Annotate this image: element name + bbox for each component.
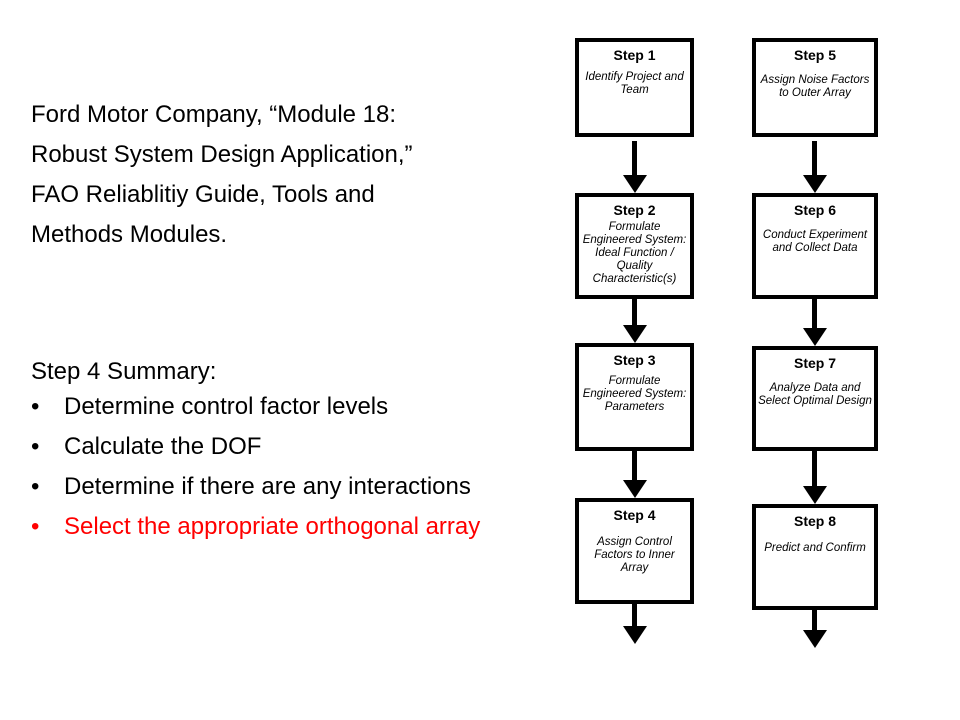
step-title: Step 5 [793,47,836,63]
summary-bullet: • Determine if there are any interactions [31,474,561,500]
summary-bullet-list: • Determine control factor levels • Calcul… [31,394,561,540]
step-box-7: Step 7 Analyze Data and Select Optimal D… [752,346,878,451]
citation-line: Ford Motor Company, “Module 18: [31,101,397,128]
down-arrow-icon [803,299,827,346]
bullet-icon: • [31,513,40,540]
process-flowchart: Step 1 Identify Project and Team Step 2 … [560,30,900,660]
summary-bullet-highlighted: • Select the appropriate orthogonal array [31,514,561,540]
step-box-8: Step 8 Predict and Confirm [752,504,878,610]
step-box-6: Step 6 Conduct Experiment and Collect Da… [752,193,878,299]
step-description: Analyze Data and Select Optimal Design [758,382,872,407]
step-description: Assign Control Factors to Inner Array [594,536,675,574]
step-description: Formulate Engineered System: Parameters [582,375,687,413]
down-arrow-icon [623,141,647,193]
citation-line: FAO Reliablitiy Guide, Tools and [31,181,375,208]
step-summary: Step 4 Summary: • Determine control facto… [31,352,561,554]
summary-bullet: • Calculate the DOF [31,434,561,460]
step-description: Conduct Experiment and Collect Data [762,229,868,254]
summary-bullet-text: Select the appropriate orthogonal array [64,513,481,540]
down-arrow-icon [803,141,827,193]
down-arrow-icon [803,451,827,504]
down-arrow-icon [623,299,647,343]
step-box-5: Step 5 Assign Noise Factors to Outer Arr… [752,38,878,137]
step-box-2: Step 2 Formulate Engineered System: Idea… [575,193,694,299]
step-box-4: Step 4 Assign Control Factors to Inner A… [575,498,694,604]
bullet-icon: • [31,433,40,460]
step-title: Step 4 [613,507,656,523]
step-description: Assign Noise Factors to Outer Array [760,74,870,99]
down-arrow-icon [623,451,647,498]
down-arrow-icon [803,610,827,648]
summary-heading: Step 4 Summary: [31,358,217,385]
step-title: Step 8 [793,513,836,529]
citation-line: Methods Modules. [31,221,228,248]
step-box-1: Step 1 Identify Project and Team [575,38,694,137]
step-description: Formulate Engineered System: Ideal Funct… [582,221,687,285]
step-title: Step 3 [613,352,656,368]
step-description: Predict and Confirm [764,542,866,554]
step-title: Step 7 [793,355,836,371]
step-box-3: Step 3 Formulate Engineered System: Para… [575,343,694,451]
summary-bullet-text: Determine if there are any interactions [64,473,471,500]
step-title: Step 6 [793,202,836,218]
citation-block: Ford Motor Company, “Module 18: Robust S… [31,95,551,255]
summary-bullet-text: Calculate the DOF [64,433,262,460]
step-description: Identify Project and Team [585,71,684,96]
summary-bullet-text: Determine control factor levels [64,393,389,420]
step-title: Step 1 [613,47,656,63]
citation-line: Robust System Design Application,” [31,141,413,168]
summary-bullet: • Determine control factor levels [31,394,561,420]
bullet-icon: • [31,393,40,420]
bullet-icon: • [31,473,40,500]
down-arrow-icon [623,604,647,644]
step-title: Step 2 [613,202,656,218]
